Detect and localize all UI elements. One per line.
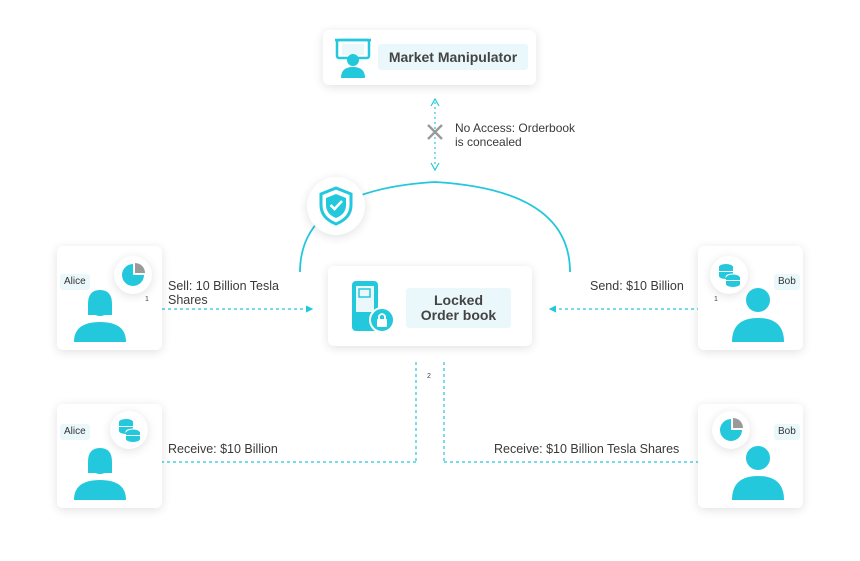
alice-seller-card: Alice 1: [57, 246, 162, 350]
person-icon: [732, 446, 784, 500]
center-step-number: 2: [427, 373, 431, 380]
bob-name-tag: Bob: [774, 274, 800, 290]
pie-chart-icon: [122, 263, 145, 286]
pie-chart-icon: [720, 418, 743, 441]
person-icon: [74, 448, 126, 500]
money-badge: [110, 411, 148, 449]
x-cross-icon: [427, 124, 443, 140]
person-icon: [732, 288, 784, 342]
coin-stack-icon: [119, 419, 141, 442]
locked-phone-icon: [352, 281, 395, 333]
shares-badge: [712, 411, 750, 449]
manipulator-presenter-icon: [335, 38, 371, 78]
shield-check-icon: [319, 186, 353, 226]
no-access-text: No Access: Orderbook is concealed: [455, 121, 576, 149]
coin-stack-icon: [719, 264, 741, 287]
alice-sell-text: Sell: 10 Billion Tesla Shares: [168, 279, 279, 307]
shares-badge: [114, 256, 152, 294]
bob-send-text: Send: $10 Billion: [590, 279, 684, 293]
alice-name-tag: Alice: [60, 274, 90, 290]
bob-receive-text: Receive: $10 Billion Tesla Shares: [494, 442, 680, 456]
order-book-label: Locked Order book: [406, 288, 511, 328]
alice-receiver-card: Alice: [57, 404, 162, 508]
bob-name-tag: Bob: [774, 424, 800, 440]
protection-arc: [299, 181, 571, 273]
person-icon: [74, 290, 126, 342]
alice-name-tag: Alice: [60, 424, 90, 440]
market-manipulator-card: Market Manipulator: [323, 30, 536, 85]
step-number: 1: [145, 296, 149, 303]
step-number: 1: [714, 296, 718, 303]
bob-buyer-card: Bob 1: [698, 246, 803, 350]
manipulator-label: Market Manipulator: [378, 44, 528, 70]
money-badge: [710, 256, 748, 294]
bob-receiver-card: Bob: [698, 404, 803, 508]
alice-receive-text: Receive: $10 Billion: [168, 442, 278, 456]
order-book-card: Locked Order book: [328, 266, 532, 346]
shield-badge: [307, 177, 365, 235]
